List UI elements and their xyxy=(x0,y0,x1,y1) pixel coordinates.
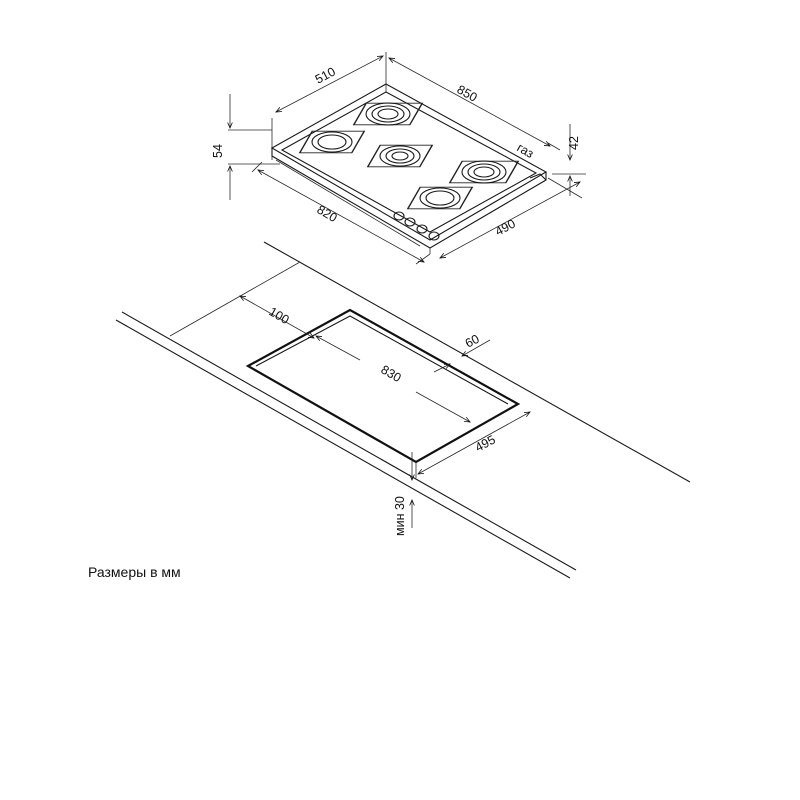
gas-connection xyxy=(529,173,547,181)
dim-510: 510 xyxy=(313,64,338,86)
countertop-back-edge xyxy=(263,241,691,483)
dim-490: 490 xyxy=(493,216,518,238)
dim-820: 820 xyxy=(315,202,340,225)
burner xyxy=(448,160,520,184)
hob-glass-top xyxy=(270,83,548,241)
dim-830: 830 xyxy=(379,362,404,385)
units-caption: Размеры в мм xyxy=(88,564,181,580)
dim-60: 60 xyxy=(463,332,482,351)
burner xyxy=(366,144,434,168)
dim-42: 42 xyxy=(567,136,581,150)
burner xyxy=(406,186,474,210)
cutout-opening xyxy=(245,308,521,464)
knob xyxy=(393,211,405,221)
countertop-front-edge-lower xyxy=(115,319,571,579)
gas-label: газ xyxy=(515,140,537,161)
dim-min-30: мин 30 xyxy=(393,496,407,536)
dim-495: 495 xyxy=(473,432,498,454)
countertop-front-edge xyxy=(121,311,577,571)
hob-drawing: 510 850 54 42 газ 820 490 xyxy=(211,52,586,265)
burner xyxy=(298,130,366,154)
knob xyxy=(428,231,440,241)
dim-54: 54 xyxy=(211,144,225,158)
cutout-drawing: 100 60 830 495 мин 30 xyxy=(115,241,691,579)
knob xyxy=(404,217,416,227)
dim-850: 850 xyxy=(455,82,480,104)
dim-100: 100 xyxy=(267,304,292,327)
